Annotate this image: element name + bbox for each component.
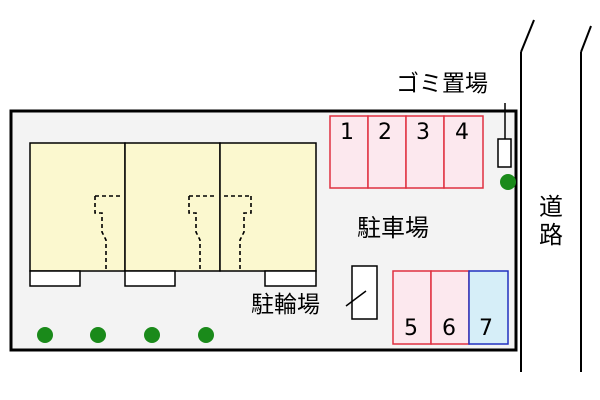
entrance-outline — [188, 195, 216, 269]
tree-icon — [90, 327, 106, 343]
bicycle-label-leader — [345, 290, 367, 307]
parking-space-number: 1 — [340, 120, 354, 145]
parking-space-number: 6 — [442, 316, 456, 341]
road-label: 道路 — [539, 193, 563, 249]
parking-space-special — [468, 270, 509, 345]
garbage-bin-icon — [497, 138, 512, 168]
entrance-outline — [224, 195, 252, 269]
parking-space-number: 5 — [404, 316, 418, 341]
building-unit — [29, 142, 126, 272]
balcony — [29, 270, 81, 287]
entrance-outline — [94, 195, 121, 269]
bicycle-parking-label: 駐輪場 — [251, 292, 320, 318]
parking-space-number: 7 — [479, 316, 493, 341]
apartment-building — [29, 142, 317, 287]
parking-space-number: 2 — [378, 120, 392, 145]
road-edge-right — [580, 25, 592, 53]
parking-row-bottom — [392, 270, 509, 345]
tree-icon — [144, 327, 160, 343]
parking-space-number: 4 — [455, 120, 469, 145]
tree-icon — [37, 327, 53, 343]
parking-space — [430, 270, 470, 345]
road-edge-left — [520, 19, 535, 53]
parking-area-label: 駐車場 — [357, 214, 429, 242]
building-unit — [219, 142, 317, 272]
building-unit — [124, 142, 221, 272]
garbage-area-label: ゴミ置場 — [396, 71, 488, 97]
parking-space-number: 3 — [416, 120, 430, 145]
balcony — [124, 270, 176, 287]
parking-space — [443, 115, 484, 189]
tree-icon — [198, 327, 214, 343]
balcony — [264, 270, 317, 287]
parking-space — [367, 115, 407, 189]
parking-row-top — [329, 115, 484, 189]
tree-icon — [500, 174, 516, 190]
